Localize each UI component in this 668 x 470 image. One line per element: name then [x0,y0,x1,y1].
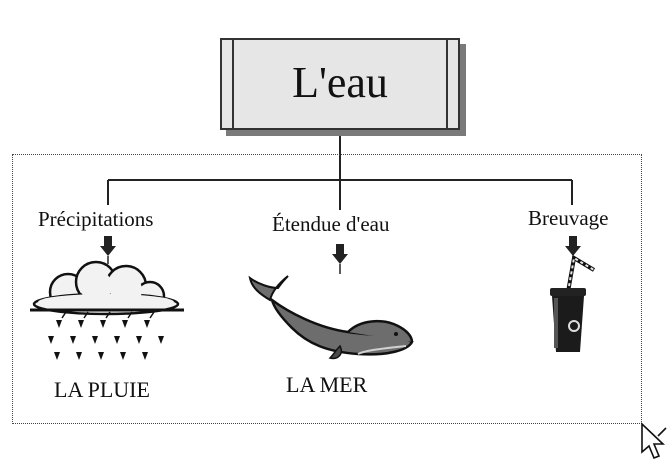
whale-icon [248,275,414,360]
branch-caption-la-mer: LA MER [286,372,368,397]
mouse-cursor-icon [641,422,667,460]
branch-label-breuvage: Breuvage [528,206,609,230]
title-box[interactable]: L'eau [220,38,460,130]
selection-frame[interactable] [12,154,642,424]
pin-icon [332,244,348,274]
title-box-right-panel [446,40,458,128]
branch-label-precipitations: Précipitations [38,207,154,231]
branch-label-etendue-deau: Étendue d'eau [272,212,390,236]
title-text: L'eau [292,58,388,107]
rain-cloud-icon [30,260,184,360]
drink-cup-icon [550,254,596,352]
branch-caption-la-pluie: LA PLUIE [54,377,150,402]
title-box-left-panel [222,40,234,128]
pin-icon [100,236,116,264]
